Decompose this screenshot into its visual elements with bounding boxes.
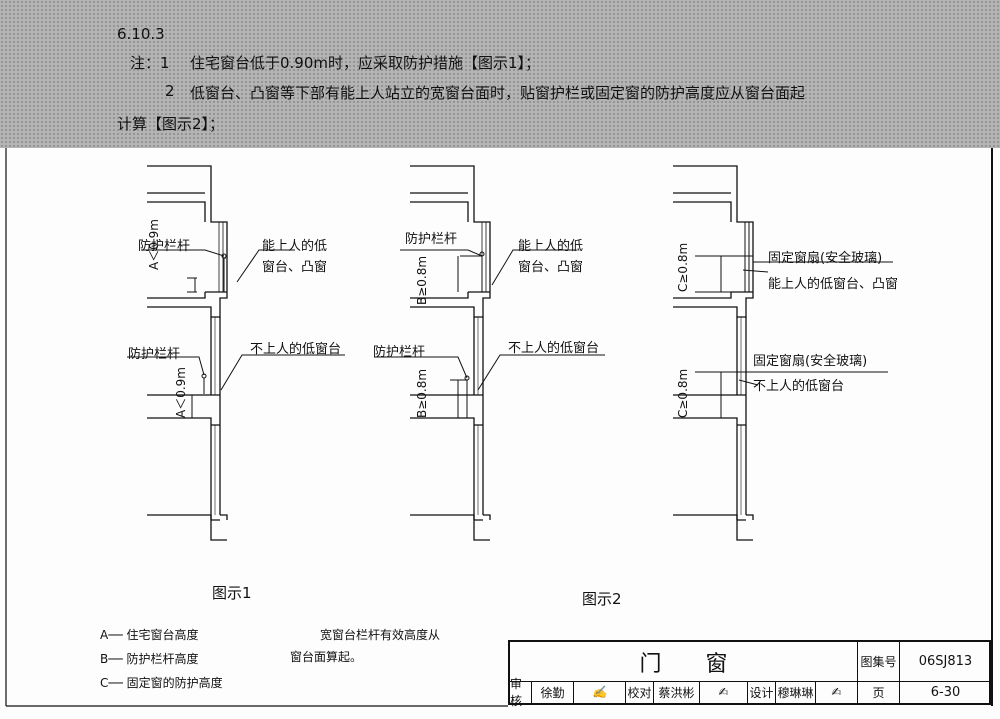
fig1-ledge-label-1: 能上人的低: [262, 239, 328, 254]
figure-3-drawing: [672, 165, 893, 541]
fig2-dim-bottom: B≥0.8m: [415, 368, 429, 418]
note2-continued: 计算【图示2】；: [117, 115, 225, 133]
fig2-ledge-label-2: 窗台、凸窗: [518, 260, 584, 275]
page-number: 6-30: [930, 684, 961, 700]
fig3-dim-bottom: C≥0.8m: [676, 368, 690, 418]
check-label: 校对: [626, 681, 654, 703]
header-band: [0, 0, 1000, 148]
atlas-label: 图集号: [858, 642, 900, 681]
remark-line1: 宽窗台栏杆有效高度从: [320, 628, 441, 642]
legend-item-a: A── 住宅窗台高度: [100, 628, 199, 642]
note2: 低窗台、凸窗等下部有能上人站立的宽窗台面时，贴窗护栏或固定窗的防护高度应从窗台面…: [190, 84, 806, 102]
fig1-rail-label-top: 防护栏杆: [138, 239, 191, 254]
checker-signature: ✍: [700, 681, 748, 703]
page-label: 页: [858, 681, 900, 703]
fig1-dim-bottom: A＜0.9m: [174, 367, 188, 418]
remark-line2: 窗台面算起。: [290, 650, 363, 664]
section-number: 6.10.3: [117, 25, 165, 43]
fig2-caption: 图示2: [582, 590, 622, 608]
design-label: 设计: [748, 681, 776, 703]
fig1-caption: 图示1: [212, 584, 252, 602]
note1: 住宅窗台低于0.90m时，应采取防护措施【图示1】；: [190, 54, 541, 72]
note1-prefix: 注：1: [130, 54, 170, 72]
drawing-title: 门 窗: [510, 642, 858, 681]
title-block: 门 窗 图集号 06SJ813 审核 徐勤 ✍ 校对 蔡洪彬 ✍ 设计 穆琳琳 …: [508, 640, 992, 708]
note2-number: 2: [165, 82, 175, 100]
fig1-dim-top: A＜0.9m: [147, 219, 161, 270]
designer-signature: ✍: [816, 681, 858, 703]
legend-item-b: B── 防护栏杆高度: [100, 652, 199, 666]
fig3-dim-top: C≥0.8m: [676, 242, 690, 292]
fig2-rail-label-bottom: 防护栏杆: [373, 345, 426, 360]
fig3-sill-label: 不上人的低窗台: [753, 379, 845, 394]
fig3-fixed-label-bottom: 固定窗扇(安全玻璃): [753, 354, 868, 369]
fig2-ledge-label-1: 能上人的低: [518, 239, 584, 254]
atlas-number: 06SJ813: [918, 654, 973, 669]
fig1-sill-label: 不上人的低窗台: [250, 342, 342, 357]
figure-2-drawing: [374, 165, 605, 541]
reviewer-signature: ✍: [574, 681, 626, 703]
reviewer-name: 徐勤: [532, 681, 574, 703]
legend-item-c: C── 固定窗的防护高度: [100, 676, 223, 690]
designer-name: 穆琳琳: [776, 681, 816, 703]
review-label: 审核: [510, 677, 532, 708]
fig2-sill-label: 不上人的低窗台: [508, 341, 600, 356]
fig1-rail-label-bottom: 防护栏杆: [128, 347, 181, 362]
checker-name: 蔡洪彬: [654, 681, 700, 703]
figure-1-drawing: [127, 165, 345, 541]
fig1-ledge-label-2: 窗台、凸窗: [262, 260, 328, 275]
fig2-rail-label-top: 防护栏杆: [405, 232, 458, 247]
fig3-ledge-label: 能上人的低窗台、凸窗: [768, 277, 899, 292]
fig3-fixed-label-top: 固定窗扇(安全玻璃): [768, 251, 883, 266]
fig2-dim-top: B≥0.8m: [415, 255, 429, 305]
